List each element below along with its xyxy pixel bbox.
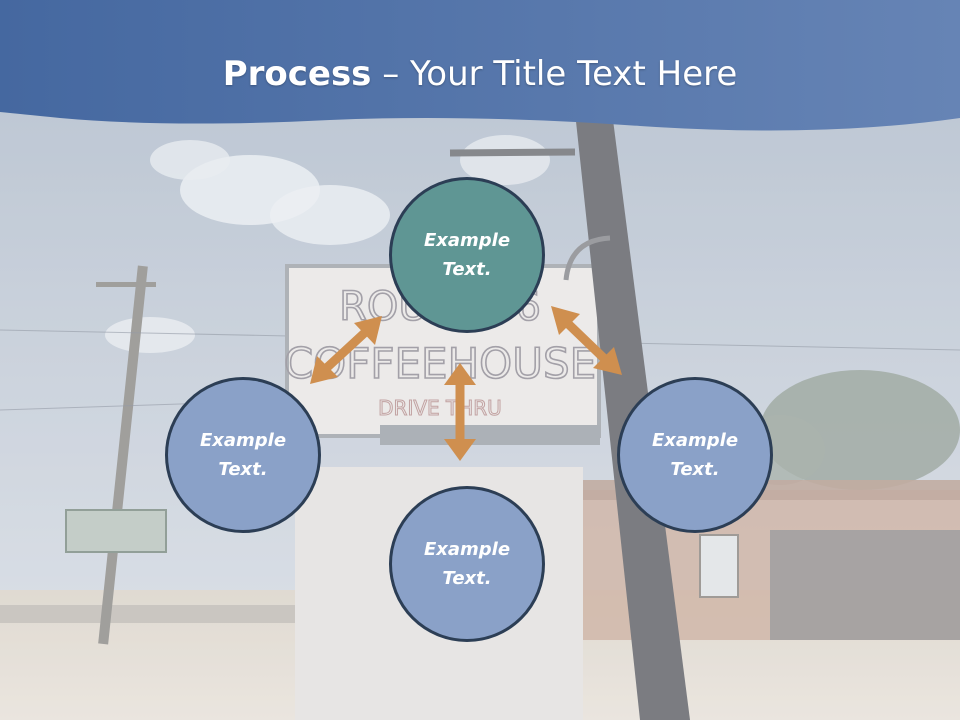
- node-left-line1: Example: [199, 430, 287, 451]
- title-bold: Process: [222, 54, 372, 94]
- node-top-line1: Example: [423, 230, 511, 251]
- svg-text:DRIVE THRU: DRIVE THRU: [378, 396, 502, 420]
- page-title: Process – Your Title Text Here: [0, 52, 960, 96]
- node-right-line2: Text.: [670, 459, 720, 480]
- title-rest: – Your Title Text Here: [371, 54, 738, 94]
- node-left-line2: Text.: [218, 459, 268, 480]
- arrow-top-left: [310, 316, 382, 384]
- node-right-line1: Example: [651, 430, 739, 451]
- node-top-line2: Text.: [442, 259, 492, 280]
- node-bottom-line1: Example: [423, 539, 511, 560]
- arrow-vertical: [444, 363, 476, 461]
- arrow-top-right: [551, 306, 622, 375]
- node-bottom-line2: Text.: [442, 568, 492, 589]
